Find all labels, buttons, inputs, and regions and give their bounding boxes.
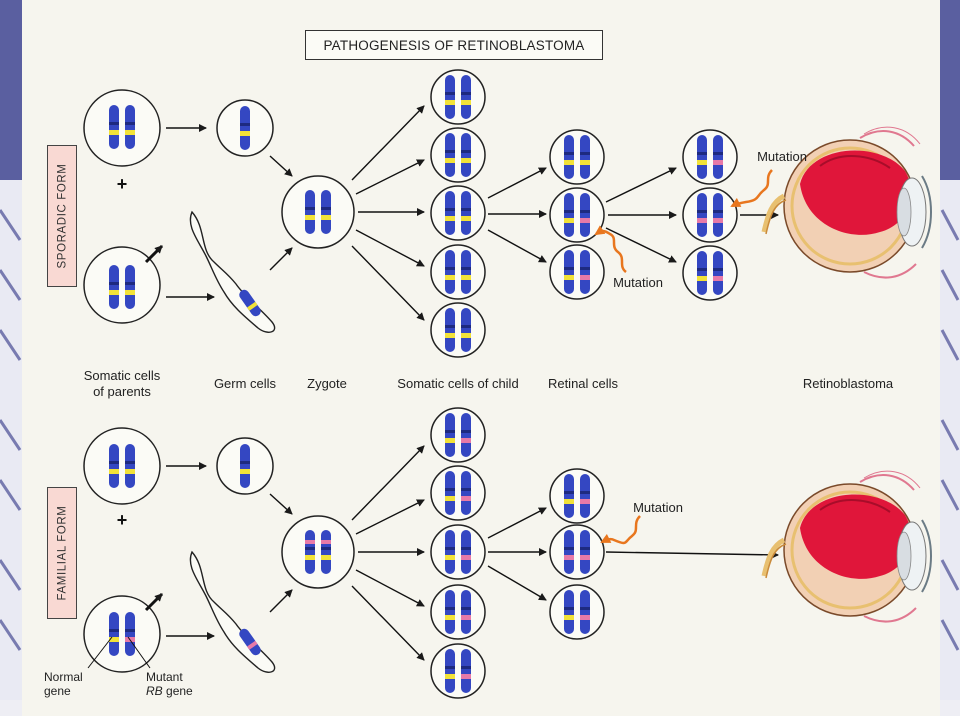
child-somatic-cells [430,69,486,358]
zygote-cell-fam [281,515,355,589]
eye-tumor-familial [764,471,931,621]
mutation-label-1: Mutation [613,275,663,290]
retinal-cells-second [682,129,738,301]
retinal-cells-fam [549,468,605,640]
stage-retinal-cells: Retinal cells [547,376,619,391]
familial-section: + [83,407,931,699]
mutant-word: Mutant [146,670,183,684]
diagram-title: PATHOGENESIS OF RETINOBLASTOMA [305,30,603,60]
retinal-cells [549,129,605,300]
stage-germ-cells: Germ cells [213,376,277,391]
mutation-arrow-2 [730,169,773,208]
sporadic-section: + [83,69,931,358]
sperm-cell [189,210,276,333]
familial-form-label: FAMILIAL FORM [47,487,77,619]
normal-gene-label: Normal gene [44,670,83,698]
sporadic-form-text: SPORADIC FORM [56,163,69,269]
female-symbol: + [117,174,128,194]
parent-cell-mother-fam [83,427,161,505]
mutant-gene-label: Mutant RB gene [146,670,210,698]
rb-word: RB [146,684,163,698]
stage-somatic-child: Somatic cells of child [397,376,519,391]
parent-cell-father [83,246,161,324]
sporadic-form-label: SPORADIC FORM [47,145,77,287]
parent-cell-father-fam [83,595,161,673]
sperm-cell-fam [189,550,276,673]
mutation-arrow-1 [594,225,627,273]
child-somatic-cells-fam [430,407,486,699]
parent-cell-mother [83,89,161,167]
stage-zygote: Zygote [307,376,347,391]
mutation-label-2: Mutation [757,149,807,164]
stage-somatic-parents: Somatic cells of parents [83,368,161,399]
familial-form-text: FAMILIAL FORM [56,505,69,601]
mutation-arrow-3 [600,515,641,545]
gene-word: gene [166,684,193,698]
female-symbol-fam: + [117,510,128,530]
stage-retinoblastoma: Retinoblastoma [802,376,894,391]
zygote-cell [281,175,355,249]
mutation-label-3: Mutation [633,500,683,515]
